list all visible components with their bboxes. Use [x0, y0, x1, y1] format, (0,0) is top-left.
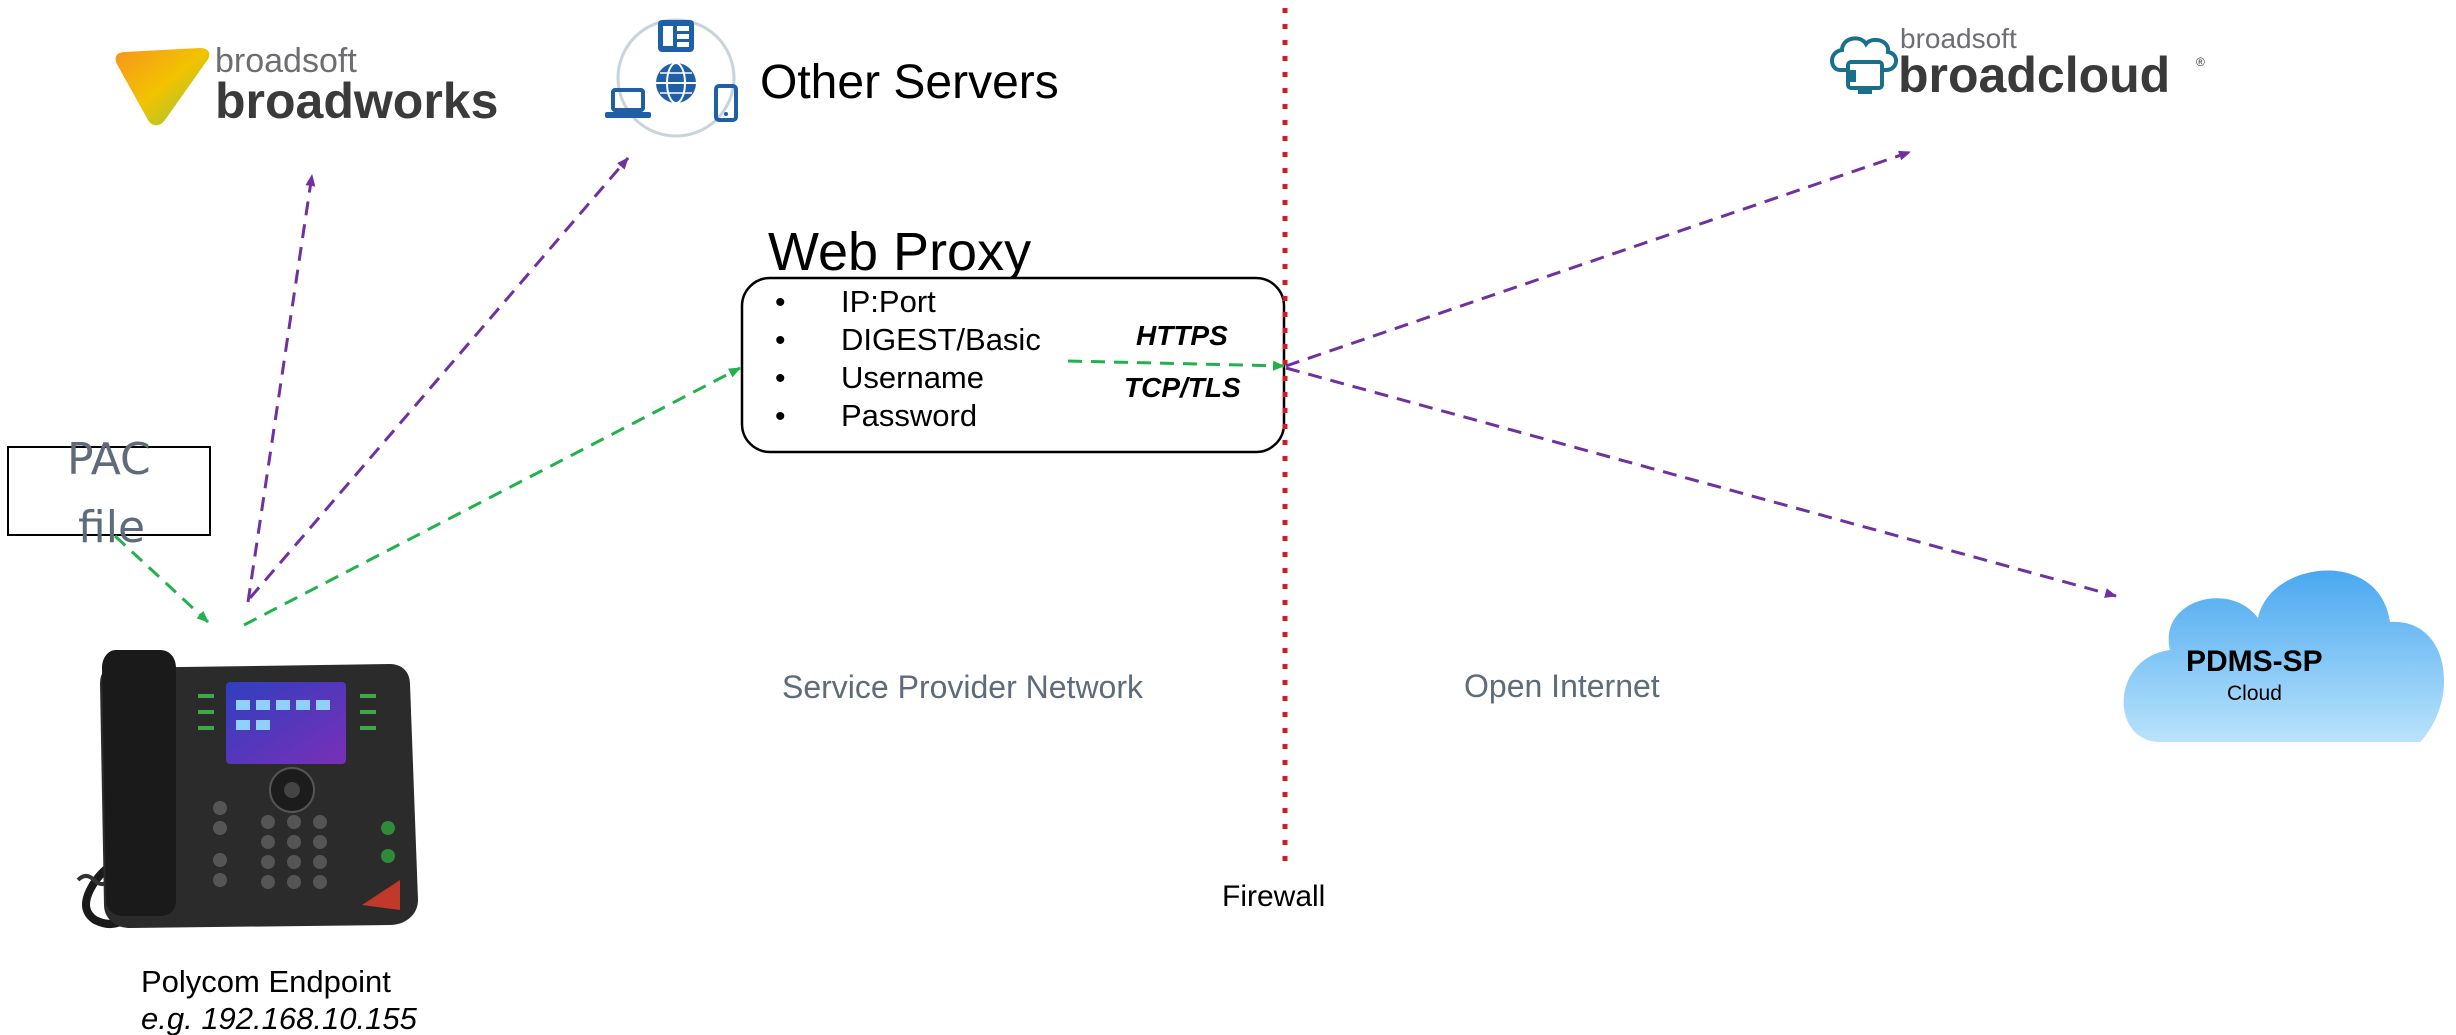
web-proxy-box	[740, 276, 1286, 454]
broadworks-logo: broadsoft broadworks	[115, 42, 498, 129]
globe-icon	[656, 62, 696, 104]
pac-file-box	[7, 446, 211, 536]
pac-file-line1: PAC	[67, 434, 151, 485]
laptop-icon	[605, 88, 651, 118]
phone-keypad	[261, 815, 327, 889]
arrow-endpoint-to-other-servers	[248, 157, 630, 599]
web-proxy-bullets: • IP:Port • DIGEST/Basic • Username • Pa…	[775, 284, 1041, 433]
broadcloud-logo: broadsoft broadcloud ®	[1830, 23, 2205, 103]
broadworks-large-text: broadworks	[215, 73, 498, 129]
broadcloud-large-text: broadcloud	[1898, 47, 2170, 103]
bullet-dot: •	[775, 362, 786, 395]
pdms-cloud-subtitle: Cloud	[2227, 682, 2282, 705]
bullet-digest-basic: DIGEST/Basic	[841, 322, 1041, 357]
firewall-label: Firewall	[1222, 880, 1325, 913]
pac-file-line2: file	[78, 502, 145, 553]
polycom-phone	[76, 650, 418, 928]
other-servers-label: Other Servers	[760, 56, 1059, 109]
service-provider-network-label: Service Provider Network	[782, 669, 1144, 705]
bullet-dot: •	[775, 286, 786, 319]
arrow-firewall-to-broadcloud	[1285, 150, 1911, 368]
broadcloud-small-text: broadsoft	[1900, 23, 2017, 54]
arrow-proxy-to-firewall	[1067, 359, 1285, 371]
broadworks-logo-mark	[115, 48, 210, 126]
registered-mark: ®	[2196, 55, 2205, 69]
desk-phone-icon	[658, 20, 694, 52]
arrow-endpoint-to-web-proxy	[243, 366, 741, 627]
arrow-endpoint-to-broadworks	[246, 174, 316, 603]
bullet-username: Username	[841, 360, 984, 395]
phone-handset	[102, 650, 176, 916]
other-servers-icon-cluster	[605, 18, 738, 138]
bullet-dot: •	[775, 400, 786, 433]
pdms-cloud-title: PDMS-SP	[2186, 645, 2323, 678]
phone-coiled-cord	[82, 856, 134, 928]
bullet-password: Password	[841, 398, 977, 433]
broadcloud-large-text-bind: broadcloud	[1898, 47, 2170, 103]
arrow-firewall-to-pdms-cloud	[1285, 366, 2117, 598]
phone-hangup-key	[362, 880, 400, 910]
open-internet-label: Open Internet	[1464, 668, 1660, 704]
bullet-dot: •	[775, 324, 786, 357]
web-proxy-title: Web Proxy	[768, 222, 1031, 282]
broadcloud-logo-mark	[1830, 36, 1898, 94]
broadworks-small-text: broadsoft	[215, 42, 357, 80]
bullet-ip-port: IP:Port	[841, 284, 936, 319]
endpoint-name: Polycom Endpoint	[141, 964, 391, 999]
tcp-tls-label: TCP/TLS	[1124, 372, 1241, 403]
pdms-cloud-shape	[2123, 570, 2444, 742]
endpoint-ip-example: e.g. 192.168.10.155	[141, 1001, 418, 1035]
arrow-pac-to-endpoint	[113, 534, 210, 624]
mobile-icon	[714, 84, 738, 122]
pdms-cloud: PDMS-SP Cloud	[2123, 570, 2444, 742]
https-label: HTTPS	[1136, 320, 1228, 351]
connection-arrows	[113, 150, 2117, 627]
